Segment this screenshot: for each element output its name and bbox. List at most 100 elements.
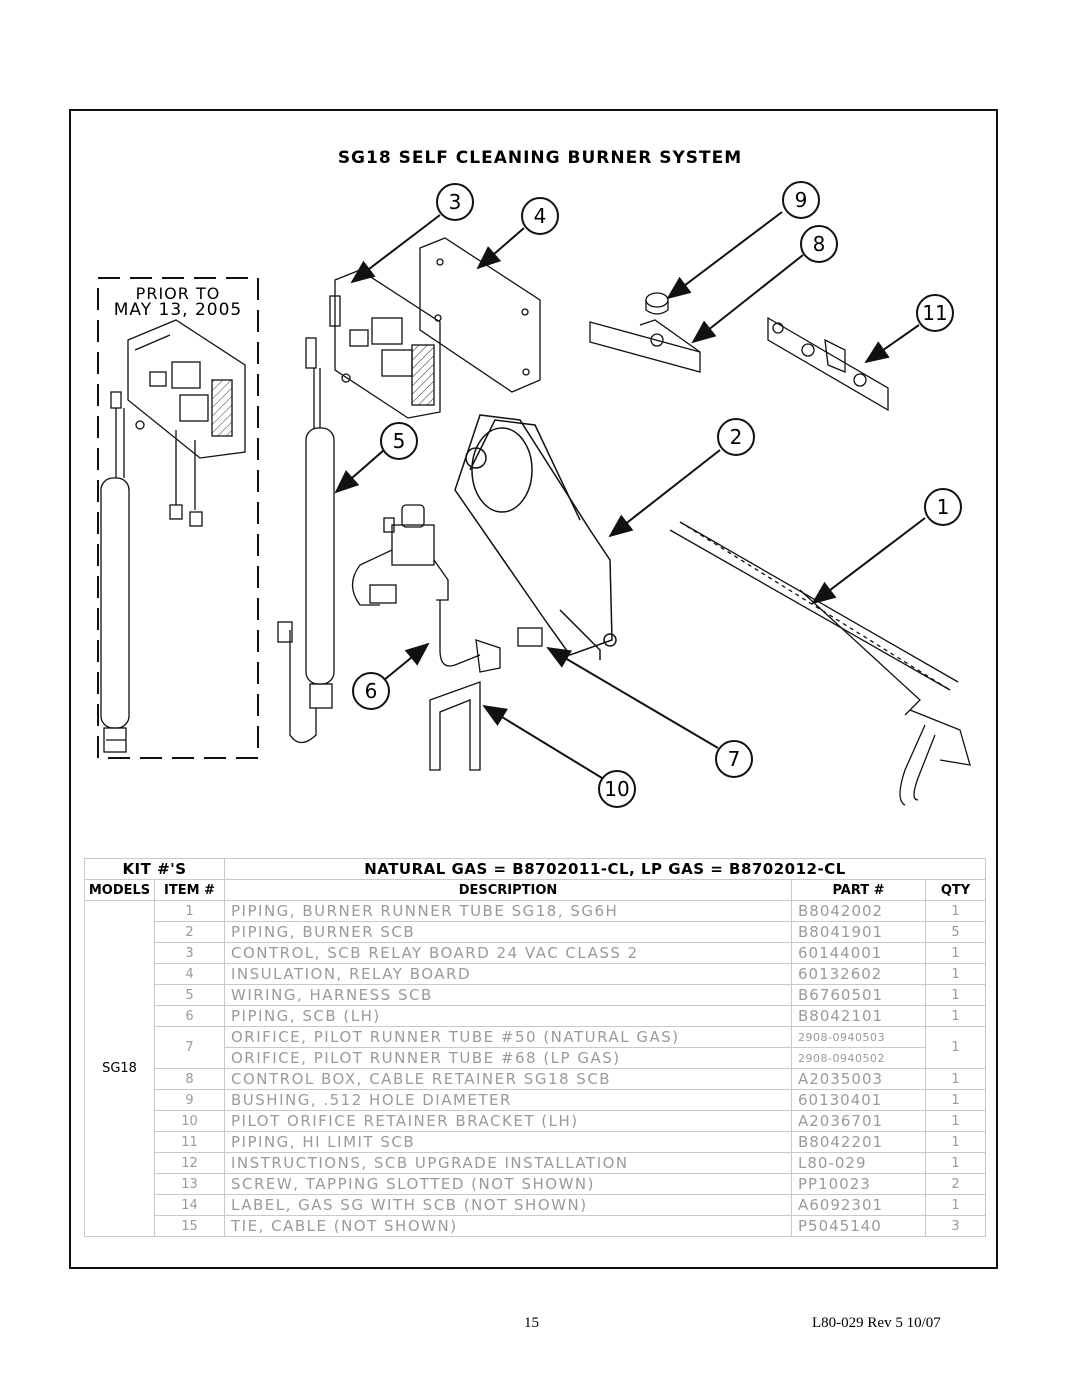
part-cell: L80-029 [791,1152,926,1174]
item-cell: 3 [154,942,225,964]
item-cell: 4 [154,963,225,985]
old-relay-board [127,319,246,527]
insulation-sheet [419,237,541,393]
qty-cell: 1 [924,963,987,985]
item-cell: 13 [154,1173,225,1195]
model-cell: SG18 [84,900,155,1237]
item-cell: 2 [154,921,225,943]
item-cell: 7 [154,1026,225,1069]
callout-6: 6 [352,672,390,710]
description-cell: ORIFICE, PILOT RUNNER TUBE #50 (NATURAL … [224,1026,792,1048]
item-cell: 9 [154,1089,225,1111]
part-cell: A2036701 [791,1110,926,1132]
part-cell: B8042101 [791,1005,926,1027]
prior-date-label: MAY 13, 2005 [113,300,243,320]
qty-cell: 1 [924,1131,987,1153]
burner-housing [454,414,617,660]
header-qty: QTY [924,879,987,901]
callout-11: 11 [916,294,954,332]
callout-4: 4 [521,197,559,235]
drawing-frame [69,109,998,1269]
description-cell: WIRING, HARNESS SCB [224,984,792,1006]
part-cell: B8041901 [791,921,926,943]
callout-7: 7 [715,740,753,778]
part-cell: B8042002 [791,900,926,922]
kit-row: KIT #'S NATURAL GAS = B8702011-CL, LP GA… [84,858,987,880]
part-cell: A6092301 [791,1194,926,1216]
qty-cell: 1 [924,1068,987,1090]
callout-8: 8 [800,225,838,263]
drawing-title: SG18 SELF CLEANING BURNER SYSTEM [337,148,743,168]
description-cell: PIPING, HI LIMIT SCB [224,1131,792,1153]
gas-valve-piping [351,504,543,673]
part-cell: 60130401 [791,1089,926,1111]
part-cell: 2908-0940503 [791,1026,926,1048]
qty-cell: 2 [924,1173,987,1195]
part-cell: 2908-0940502 [791,1047,926,1069]
callout-2: 2 [717,418,755,456]
page-number: 15 [524,1315,539,1331]
part-cell: B6760501 [791,984,926,1006]
item-cell: 12 [154,1152,225,1174]
description-cell: LABEL, GAS SG WITH SCB (NOT SHOWN) [224,1194,792,1216]
description-cell: PIPING, BURNER RUNNER TUBE SG18, SG6H [224,900,792,922]
callout-9: 9 [782,181,820,219]
description-cell: PIPING, SCB (LH) [224,1005,792,1027]
wiring-harness [277,337,335,744]
item-cell: 10 [154,1110,225,1132]
part-cell: 60132602 [791,963,926,985]
description-cell: TIE, CABLE (NOT SHOWN) [224,1215,792,1237]
kit-value: NATURAL GAS = B8702011-CL, LP GAS = B870… [223,858,987,880]
header-item: ITEM # [154,879,225,901]
parts-table: KIT #'S NATURAL GAS = B8702011-CL, LP GA… [84,858,987,1237]
qty-cell: 1 [924,1194,987,1216]
callout-5: 5 [380,422,418,460]
part-cell: A2035003 [791,1068,926,1090]
item-cell: 1 [154,900,225,922]
description-cell: ORIFICE, PILOT RUNNER TUBE #68 (LP GAS) [224,1047,792,1069]
exploded-parts-drawing [97,211,971,806]
qty-cell: 3 [924,1215,987,1237]
callout-1: 1 [924,488,962,526]
header-row: MODELS ITEM # DESCRIPTION PART # QTY [84,879,987,901]
callout-10: 10 [598,770,636,808]
description-cell: PIPING, BURNER SCB [224,921,792,943]
part-cell: B8042201 [791,1131,926,1153]
description-cell: PILOT ORIFICE RETAINER BRACKET (LH) [224,1110,792,1132]
qty-cell: 1 [924,942,987,964]
qty-cell: 1 [924,1152,987,1174]
document-revision: L80-029 Rev 5 10/07 [812,1315,941,1331]
qty-cell: 1 [924,900,987,922]
header-part: PART # [791,879,926,901]
part-cell: P5045140 [791,1215,926,1237]
item-cell: 15 [154,1215,225,1237]
cable-retainer-bracket [589,319,701,373]
header-models: MODELS [84,879,155,901]
kit-label: KIT #'S [84,858,225,880]
qty-cell: 1 [924,984,987,1006]
part-cell: 60144001 [791,942,926,964]
qty-cell: 1 [924,1110,987,1132]
description-cell: INSULATION, RELAY BOARD [224,963,792,985]
description-cell: BUSHING, .512 HOLE DIAMETER [224,1089,792,1111]
old-wiring-harness [100,391,130,753]
description-cell: CONTROL BOX, CABLE RETAINER SG18 SCB [224,1068,792,1090]
item-cell: 8 [154,1068,225,1090]
pilot-orifice-bracket [429,681,481,771]
runner-tube [669,521,971,806]
part-cell: PP10023 [791,1173,926,1195]
